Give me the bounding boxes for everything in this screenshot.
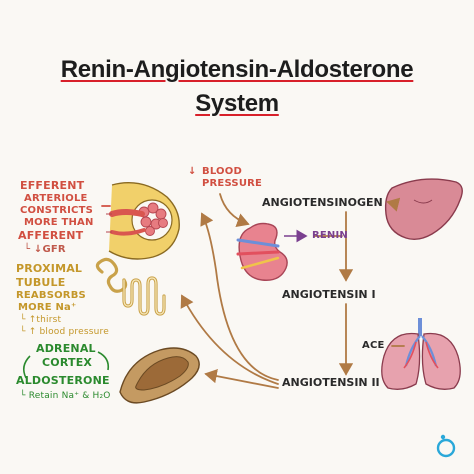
ace-label: ACE (362, 340, 385, 351)
efferent-line-1: EFFERENT (20, 179, 85, 192)
nephron-tubule-inner (123, 277, 165, 315)
proximal-line-3: REABSORBS (16, 290, 86, 301)
flow-arrows (101, 193, 405, 389)
renin-label: RENIN (312, 230, 348, 241)
adrenal-pointer (97, 351, 110, 371)
blood-pressure-line-2: PRESSURE (202, 178, 263, 189)
angiotensin-2-label: ANGIOTENSIN II (282, 376, 380, 389)
efferent-line-2: ARTERIOLE (24, 193, 88, 204)
diagram-title-line2: System (195, 90, 279, 117)
proximal-line-4: MORE Na⁺ (18, 302, 77, 313)
brand-logo-icon (436, 434, 456, 458)
adrenal-bracket (22, 355, 31, 379)
adrenal-gland-icon (119, 347, 200, 404)
lungs-icon (381, 318, 461, 390)
angiotensinogen-label: ANGIOTENSINOGEN (262, 196, 383, 209)
adrenal-line-2: CORTEX (42, 356, 93, 369)
blood-pressure-line-1: BLOOD (202, 166, 242, 177)
aldosterone-label: ALDOSTERONE (16, 374, 110, 387)
thirst-note: └ ↑thirst (20, 315, 62, 325)
kidney-icon (236, 222, 288, 281)
efferent-line-5: AFFERENT (18, 229, 84, 242)
efferent-line-3: CONSTRICTS (20, 205, 94, 216)
angiotensin-1-label: ANGIOTENSIN I (282, 288, 376, 301)
gfr-note: └ ↓GFR (24, 244, 66, 255)
glomerulus-icon (106, 182, 180, 260)
liver-icon (384, 178, 463, 241)
adrenal-line-1: ADRENAL (36, 342, 96, 355)
proximal-line-2: TUBULE (16, 276, 66, 289)
nephron-tubule-icon (95, 257, 166, 316)
proximal-line-1: PROXIMAL (16, 262, 83, 275)
retain-note: └ Retain Na⁺ & H₂O (20, 391, 111, 401)
bp-down-arrow: ↓ (188, 166, 197, 177)
efferent-line-4: MORE THAN (24, 217, 94, 228)
blood-pressure-note: └ ↑ blood pressure (20, 327, 109, 337)
diagram-title: Renin-Angiotensin-Aldosterone (60, 56, 414, 83)
